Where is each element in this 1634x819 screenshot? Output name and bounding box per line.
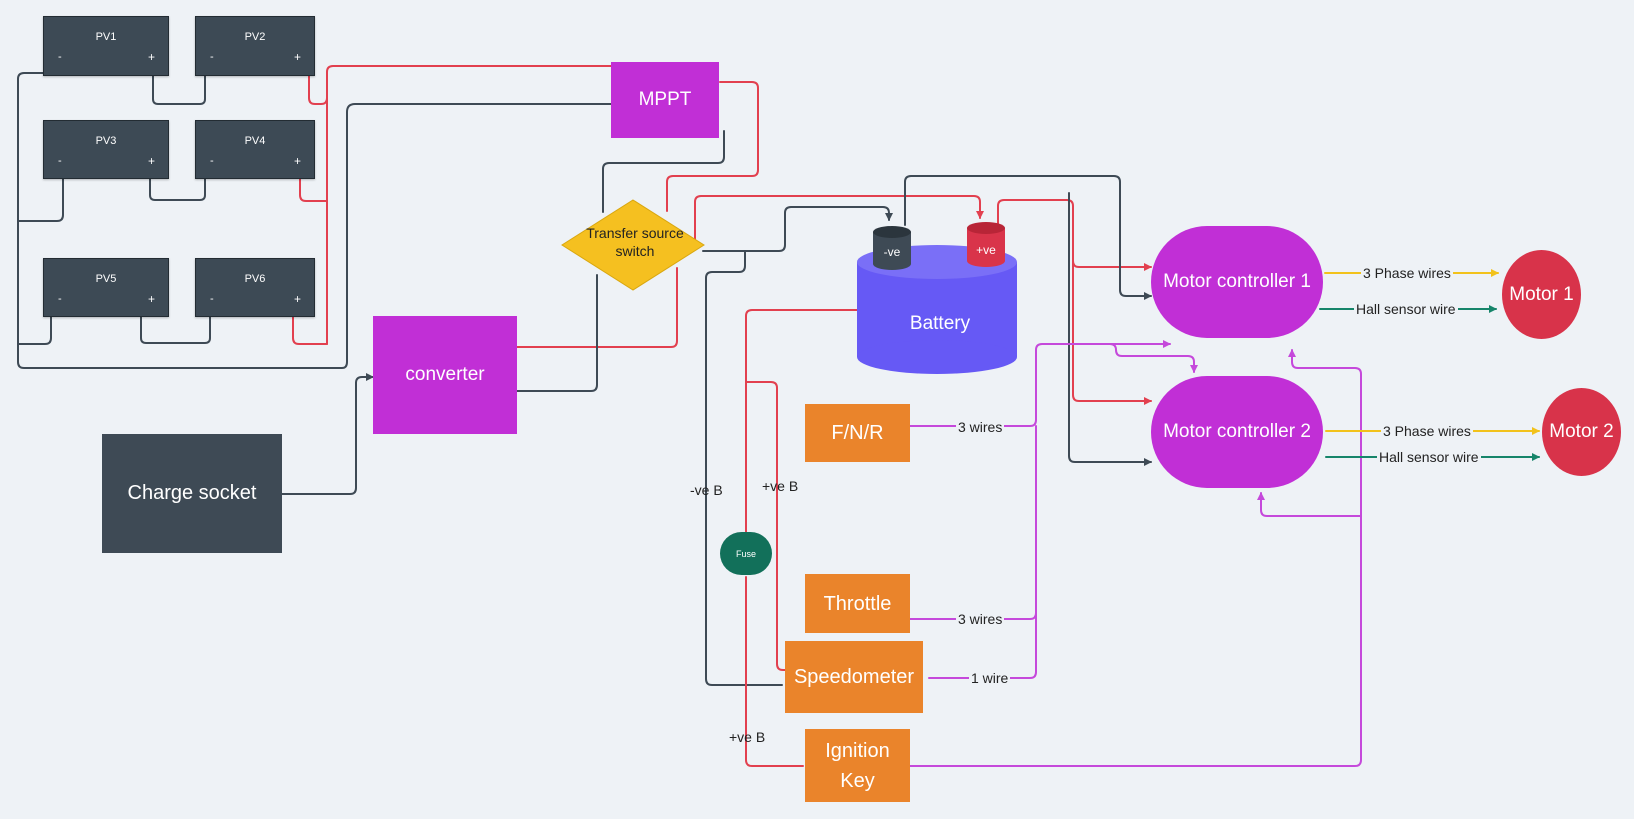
transfer-switch-shape [561, 199, 705, 291]
pv-positive-terminal-label: + [147, 154, 155, 168]
pv3-negative-tap [17, 178, 64, 222]
pv-series-link-1-2 [152, 75, 206, 105]
throttle-to-controllers [909, 425, 1037, 620]
pv-series-link-3-4 [149, 177, 206, 201]
mppt-box: MPPT [611, 62, 719, 138]
switch-to-battery-positive [694, 195, 984, 244]
pv5-negative-tap [17, 315, 52, 345]
converter-out-positive [516, 267, 678, 348]
ignition-key: Ignition Key [805, 729, 910, 802]
pv-positive-terminal-label: + [293, 50, 301, 64]
pv-panel-label: PV5 [95, 273, 117, 285]
ignition-to-mc2 [1257, 492, 1362, 517]
pv-panel-6: PV6 - + [195, 258, 315, 317]
motor-1: Motor 1 [1502, 250, 1581, 339]
mppt-out-positive [666, 81, 759, 212]
battery-negative-feed [904, 175, 1152, 300]
pv-positive-terminal-label: + [293, 292, 301, 306]
battery-positive-feed [997, 199, 1152, 405]
transfer-switch-line-2: switch [615, 243, 655, 259]
pv4-positive-tap [299, 177, 328, 202]
charge-socket: Charge socket [102, 434, 282, 553]
throttle: Throttle [805, 574, 910, 633]
pv-negative-bus [17, 72, 612, 369]
pv-panel-label: PV2 [244, 31, 266, 43]
battery-negative-terminal [873, 226, 911, 270]
pv-negative-terminal-label: - [58, 51, 62, 63]
pv-panel-4: PV4 - + [195, 120, 315, 179]
signal-to-mc2 [1109, 343, 1198, 373]
battery-shape [857, 222, 1017, 374]
motor-controller-1: Motor controller 1 [1151, 226, 1323, 338]
negative-b-label: -ve B [690, 482, 723, 498]
speedometer-wire-count-label: 1 wire [969, 670, 1011, 686]
battery-positive-terminal [967, 222, 1005, 267]
mc2-phase-wires-label: 3 Phase wires [1381, 423, 1473, 439]
pv-panel-1: PV1 - + [43, 16, 169, 76]
pv6-positive-tap [292, 315, 328, 345]
switch-to-battery-negative [702, 206, 893, 252]
mc1-phase-wires-label: 3 Phase wires [1361, 265, 1453, 281]
fnr-to-controllers [909, 340, 1171, 427]
battery-positive-feed-mc1 [1072, 260, 1152, 271]
switch-to-speedometer-negative [705, 250, 783, 686]
pv-panel-2: PV2 - + [195, 16, 315, 76]
pv-positive-terminal-label: + [293, 154, 301, 168]
pv-positive-terminal-label: + [147, 50, 155, 64]
ignition-key-line-2: Key [840, 769, 875, 792]
pv-positive-terminal-label: + [147, 292, 155, 306]
mc2-hall-sensor-label: Hall sensor wire [1377, 449, 1481, 465]
positive-b-label: +ve B [762, 478, 799, 494]
positive-b-to-speedometer [745, 381, 786, 671]
converter-out-negative [516, 274, 598, 392]
pv-negative-terminal-label: - [58, 155, 62, 167]
pv-panel-5: PV5 - + [43, 258, 169, 317]
battery-positive-label: +ve [976, 243, 996, 257]
pv-panel-3: PV3 - + [43, 120, 169, 179]
motor-2: Motor 2 [1542, 388, 1621, 476]
battery-negative-feed-mc2 [1068, 192, 1152, 466]
mc1-hall-sensor-label: Hall sensor wire [1354, 301, 1458, 317]
ignition-key-line-1: Ignition [825, 739, 890, 762]
pv-negative-terminal-label: - [58, 293, 62, 305]
motor-controller-2: Motor controller 2 [1151, 376, 1323, 488]
pv-series-link-5-6 [140, 315, 211, 344]
pv-negative-terminal-label: - [210, 293, 214, 305]
converter-box: converter [373, 316, 517, 434]
pv-panel-label: PV1 [95, 31, 117, 43]
speedometer-to-controllers [928, 612, 1037, 679]
pv-negative-terminal-label: - [210, 155, 214, 167]
transfer-switch-label: Transfer source switch [560, 224, 710, 260]
pv-negative-terminal-label: - [210, 51, 214, 63]
transfer-switch-line-1: Transfer source [586, 225, 684, 241]
ignition-to-controllers [909, 349, 1362, 767]
throttle-wire-count-label: 3 wires [956, 611, 1005, 627]
pv-panel-label: PV3 [95, 135, 117, 147]
ignition-positive-b-label: +ve B [729, 729, 766, 745]
speedometer: Speedometer [785, 641, 923, 713]
fuse: Fuse [720, 532, 772, 575]
pv-panel-label: PV6 [244, 273, 266, 285]
pv-positive-bus [308, 65, 612, 105]
fnr-switch: F/N/R [805, 404, 910, 462]
fnr-wire-count-label: 3 wires [956, 419, 1005, 435]
battery-negative-label: -ve [883, 245, 901, 259]
fuse-to-ignition-positive-b [745, 576, 804, 767]
charge-socket-to-converter [281, 373, 374, 495]
mppt-out-negative [602, 130, 725, 213]
battery-label: Battery [909, 313, 971, 334]
pv-panel-label: PV4 [244, 135, 266, 147]
